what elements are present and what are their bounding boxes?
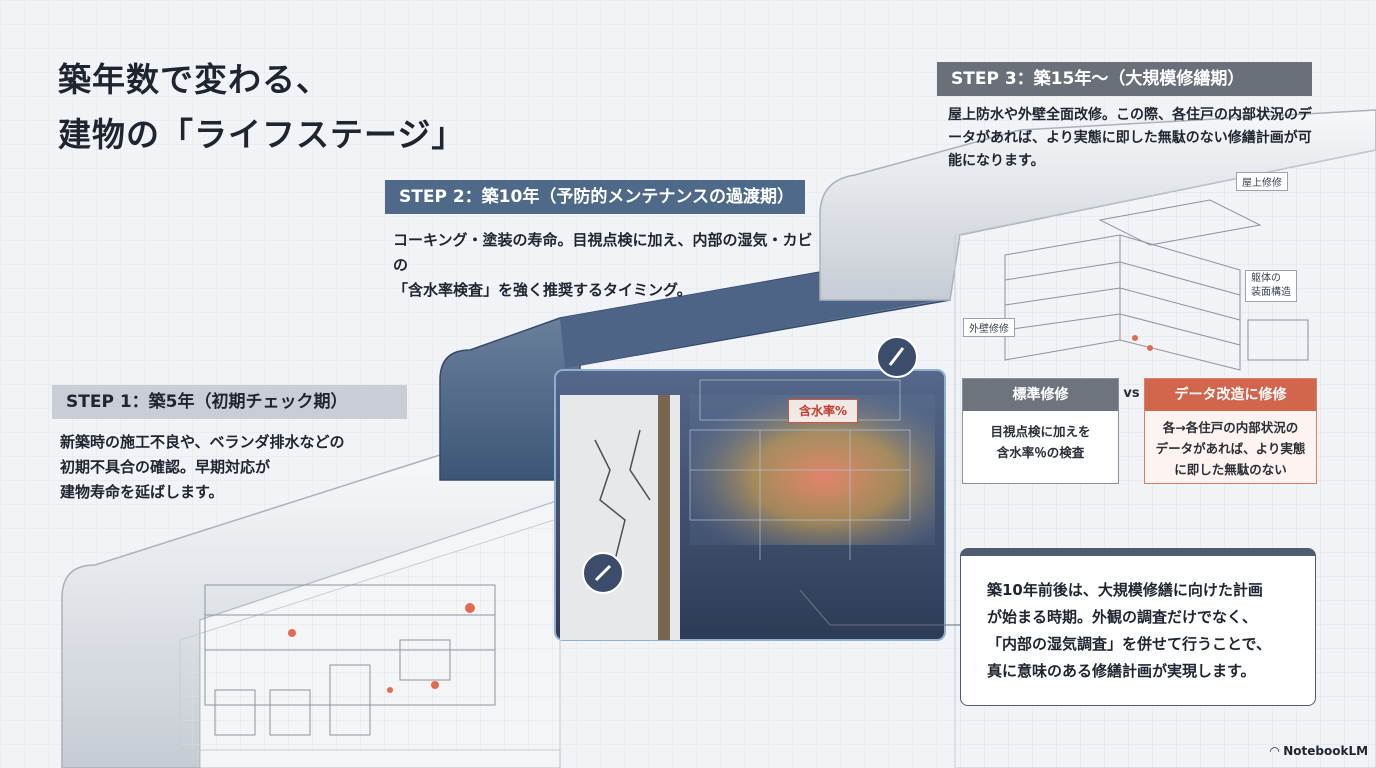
roof-tag: 屋上修修 xyxy=(1236,172,1288,191)
title-line-2: 建物の「ライフステージ」 xyxy=(58,115,466,154)
step1-desc-line: 初期不具合の確認。早期対応が xyxy=(60,458,271,476)
data-repair-body: 各→各住戸の内部状況の データがあれば、より実態 に即した無駄のない xyxy=(1145,411,1316,480)
step3-desc-line: ータがあれば、より実態に即した無駄のない修繕計画が可 xyxy=(948,130,1312,146)
step3-desc-line: 能になります。 xyxy=(948,153,1045,169)
data-repair-line: 各→各住戸の内部状況の xyxy=(1162,420,1299,435)
standard-repair-head: 標準修修 xyxy=(963,379,1118,411)
data-repair-line: データがあれば、より実態 xyxy=(1155,441,1306,456)
data-repair-box: データ改造に修修 各→各住戸の内部状況の データがあれば、より実態 に即した無駄… xyxy=(1144,378,1317,484)
notebooklm-logo: ◠NotebookLM xyxy=(1270,744,1368,758)
logo-text: NotebookLM xyxy=(1283,744,1369,758)
data-repair-line: に即した無駄のない xyxy=(1174,462,1287,477)
standard-repair-box: 標準修修 目視点検に加えを 含水率％の検査 xyxy=(962,378,1119,484)
step3-desc-line: 屋上防水や外壁全面改修。この際、各住戸の内部状況のデ xyxy=(948,107,1312,123)
step2-description: コーキング・塗装の寿命。目視点検に加え、内部の湿気・カビの 「含水率検査」を強く… xyxy=(393,228,823,303)
standard-repair-line: 含水率％の検査 xyxy=(996,445,1085,460)
step3-label: STEP 3：築15年〜（大規模修繕期） xyxy=(937,62,1312,96)
step2-desc-line: 「含水率検査」を強く推奨するタイミング。 xyxy=(393,281,692,299)
step1-desc-line: 新築時の施工不良や、ベランダ排水などの xyxy=(60,433,345,451)
notebooklm-icon: ◠ xyxy=(1270,744,1280,758)
structure-tag: 躯体の 装面構造 xyxy=(1245,270,1297,302)
step2-label: STEP 2：築10年（予防的メンテナンスの過渡期） xyxy=(385,180,805,214)
step1-desc-line: 建物寿命を延ばします。 xyxy=(60,483,224,501)
callout-line: 真に意味のある修繕計画が実現します。 xyxy=(987,662,1256,680)
wall-tag: 外壁修修 xyxy=(963,318,1015,337)
callout-text: 築10年前後は、大規模修繕に向けた計画 が始まる時期。外観の調査だけでなく、 「… xyxy=(987,577,1302,685)
title-line-1: 築年数で変わる、 xyxy=(58,60,330,99)
step1-label: STEP 1：築5年（初期チェック期） xyxy=(52,385,407,419)
step1-description: 新築時の施工不良や、ベランダ排水などの 初期不具合の確認。早期対応が 建物寿命を… xyxy=(60,430,400,505)
summary-callout: 築10年前後は、大規模修繕に向けた計画 が始まる時期。外観の調査だけでなく、 「… xyxy=(960,548,1316,706)
step3-description: 屋上防水や外壁全面改修。この際、各住戸の内部状況のデ ータがあれば、より実態に即… xyxy=(948,104,1320,173)
standard-repair-body: 目視点検に加えを 含水率％の検査 xyxy=(963,411,1118,463)
standard-repair-line: 目視点検に加えを xyxy=(990,424,1091,439)
callout-line: 築10年前後は、大規模修繕に向けた計画 xyxy=(987,581,1263,599)
callout-bar xyxy=(961,549,1315,556)
moisture-rate-label: 含水率% xyxy=(788,399,858,423)
page-title: 築年数で変わる、 建物の「ライフステージ」 xyxy=(58,52,465,162)
data-repair-head: データ改造に修修 xyxy=(1145,379,1316,411)
vs-label: vs xyxy=(1123,386,1140,401)
callout-line: が始まる時期。外観の調査だけでなく、 xyxy=(987,608,1258,626)
step2-desc-line: コーキング・塗装の寿命。目視点検に加え、内部の湿気・カビの xyxy=(393,231,813,274)
callout-line: 「内部の湿気調査」を併せて行うことで、 xyxy=(987,635,1271,653)
